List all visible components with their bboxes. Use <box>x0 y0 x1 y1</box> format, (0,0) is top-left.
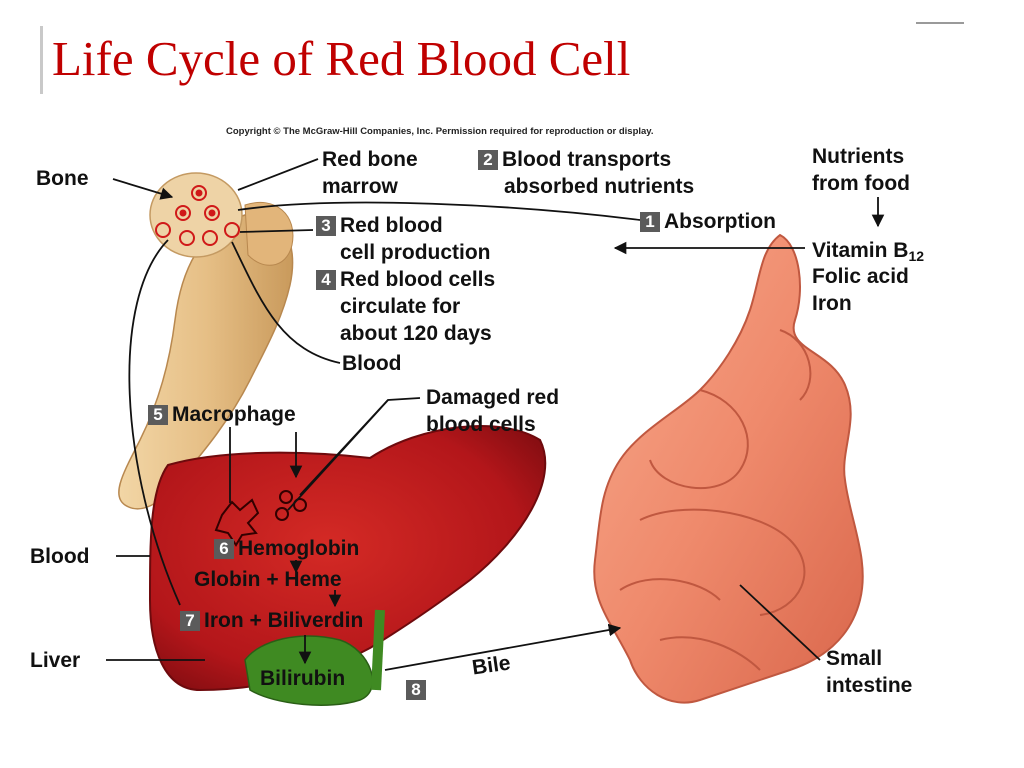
label-step4-line3: about 120 days <box>340 322 492 345</box>
label-step4-line2: circulate for <box>340 295 461 318</box>
label-blood-left: Blood <box>30 545 90 568</box>
label-blood-top: Blood <box>342 352 402 375</box>
step-1-badge: 1 <box>640 212 660 232</box>
connector-lines <box>106 158 885 671</box>
label-vitamin-b12: Vitamin B12 <box>812 239 925 264</box>
label-damaged-1: Damaged red <box>426 386 560 409</box>
bile-duct <box>371 609 385 691</box>
label-bilirubin: Bilirubin <box>260 667 346 690</box>
label-small-intestine-1: Small <box>826 647 883 670</box>
label-globin-heme: Globin + Heme <box>194 568 342 591</box>
damaged-rbc-icons <box>275 490 307 521</box>
step-7-badge: 7 <box>180 611 200 631</box>
title-accent-bar <box>40 26 43 94</box>
label-step2-line2: absorbed nutrients <box>504 175 695 198</box>
label-nutrients-1: Nutrients <box>812 145 905 168</box>
step-4-badge: 4 <box>316 270 336 290</box>
label-step3-line2: cell production <box>340 241 491 264</box>
label-step8: 8 <box>406 676 430 703</box>
step-8-badge: 8 <box>406 680 426 700</box>
label-bile: Bile <box>470 651 512 680</box>
label-liver: Liver <box>30 649 81 672</box>
small-intestine <box>593 233 864 704</box>
copyright-notice: Copyright © The McGraw-Hill Companies, I… <box>226 126 654 137</box>
step-6-badge: 6 <box>214 539 234 559</box>
slide-title: Life Cycle of Red Blood Cell <box>52 31 631 86</box>
macrophage-icon <box>214 498 260 547</box>
step-5-badge: 5 <box>148 405 168 425</box>
label-red-bone-marrow-1: Red bone <box>322 148 418 171</box>
step-2-badge: 2 <box>478 150 498 170</box>
label-red-bone-marrow-2: marrow <box>322 175 398 198</box>
liver-shape <box>148 425 547 692</box>
label-nutrients-2: from food <box>812 172 910 195</box>
gallbladder <box>244 635 374 706</box>
label-folic-acid: Folic acid <box>812 265 909 288</box>
label-bone: Bone <box>36 167 89 190</box>
step-3-badge: 3 <box>316 216 336 236</box>
corner-decoration <box>916 22 964 24</box>
marrow-cells <box>155 185 240 246</box>
label-iron-nutrient: Iron <box>812 292 852 315</box>
label-small-intestine-2: intestine <box>826 674 913 697</box>
label-damaged-2: blood cells <box>426 413 536 436</box>
